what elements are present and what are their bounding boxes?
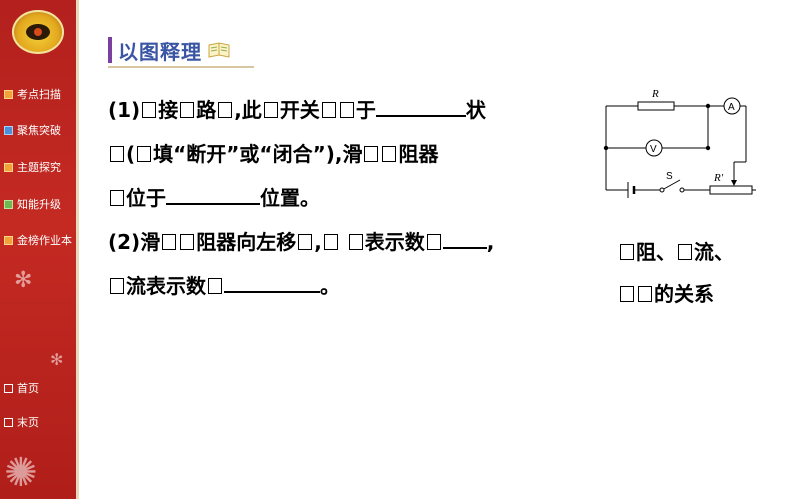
circuit-diagram: R A V S R′ bbox=[603, 88, 756, 198]
orange-square-icon bbox=[4, 162, 13, 172]
logo bbox=[12, 10, 64, 54]
header-accent-bar bbox=[108, 37, 112, 63]
answer-blank-4[interactable] bbox=[224, 275, 320, 293]
missing-glyph bbox=[382, 146, 397, 162]
missing-glyph bbox=[321, 102, 336, 118]
missing-glyph bbox=[678, 244, 692, 260]
resistor-r bbox=[637, 101, 675, 111]
missing-glyph bbox=[218, 102, 233, 118]
label-r-prime: R′ bbox=[713, 172, 724, 184]
nav-item-jujiao[interactable]: 聚焦突破 bbox=[0, 120, 76, 140]
missing-glyph bbox=[137, 146, 152, 162]
label-v: V bbox=[650, 144, 657, 155]
answer-blank-2[interactable] bbox=[166, 187, 260, 205]
missing-glyph bbox=[263, 102, 278, 118]
answer-blank-3[interactable] bbox=[442, 231, 487, 249]
dandelion-icon: ✻ bbox=[50, 350, 64, 369]
orange-square-icon bbox=[4, 89, 13, 99]
missing-glyph bbox=[323, 234, 338, 250]
green-square-icon bbox=[4, 199, 13, 209]
missing-glyph bbox=[110, 190, 124, 206]
q1-line3: 位于位置。 bbox=[108, 182, 320, 211]
nav-item-zhuti[interactable]: 主题探究 bbox=[0, 157, 76, 177]
book-icon bbox=[208, 42, 230, 58]
header-underline bbox=[108, 66, 254, 68]
orange-square-icon bbox=[4, 235, 13, 245]
caption-line1: 阻、流、 bbox=[618, 236, 734, 265]
missing-glyph bbox=[208, 278, 222, 294]
q2-line1: (2)滑阻器向左移, 表示数, bbox=[108, 230, 495, 254]
missing-glyph bbox=[110, 146, 124, 162]
nav-home[interactable]: 首页 bbox=[0, 378, 76, 398]
label-s: S bbox=[666, 171, 673, 182]
missing-glyph bbox=[339, 102, 354, 118]
answer-blank-1[interactable] bbox=[375, 99, 466, 117]
missing-glyph bbox=[298, 234, 313, 250]
missing-glyph bbox=[620, 244, 634, 260]
q1-line2: (填“断开”或“闭合”),滑阻器 bbox=[108, 138, 438, 167]
slider-arrow-icon bbox=[731, 180, 737, 186]
label-r: R bbox=[651, 88, 659, 100]
missing-glyph bbox=[348, 234, 363, 250]
missing-glyph bbox=[426, 234, 441, 250]
missing-glyph bbox=[142, 102, 157, 118]
section-title: 以图释理 bbox=[118, 39, 202, 64]
q2-line2: 流表示数。 bbox=[108, 270, 340, 299]
q1-line1: (1)接路,此开关于状 bbox=[108, 98, 486, 122]
missing-glyph bbox=[364, 146, 379, 162]
nav-last[interactable]: 末页 bbox=[0, 412, 76, 432]
section-header: 以图释理 bbox=[108, 36, 230, 64]
rheostat bbox=[709, 185, 753, 195]
nav-item-jinbang[interactable]: 金榜作业本 bbox=[0, 230, 76, 250]
sidebar-divider bbox=[76, 0, 79, 499]
blue-square-icon bbox=[4, 125, 13, 135]
missing-glyph bbox=[110, 278, 124, 294]
home-square-icon bbox=[4, 383, 13, 393]
dandelion-icon: ✺ bbox=[4, 450, 38, 496]
caption-line2: 的关系 bbox=[618, 278, 714, 307]
last-square-icon bbox=[4, 417, 13, 427]
missing-glyph bbox=[638, 286, 652, 302]
label-a: A bbox=[728, 102, 735, 113]
nav-item-kaodian[interactable]: 考点扫描 bbox=[0, 84, 76, 104]
eye-logo-icon bbox=[26, 24, 50, 40]
switch-s[interactable] bbox=[661, 179, 681, 191]
nav-item-zhineng[interactable]: 知能升级 bbox=[0, 194, 76, 214]
dandelion-icon: ✻ bbox=[14, 268, 33, 293]
sidebar: 考点扫描 聚焦突破 主题探究 知能升级 金榜作业本 ✻ ✻ ✺ 首页 末页 bbox=[0, 0, 76, 499]
missing-glyph bbox=[180, 234, 195, 250]
missing-glyph bbox=[620, 286, 634, 302]
missing-glyph bbox=[180, 102, 195, 118]
missing-glyph bbox=[162, 234, 177, 250]
